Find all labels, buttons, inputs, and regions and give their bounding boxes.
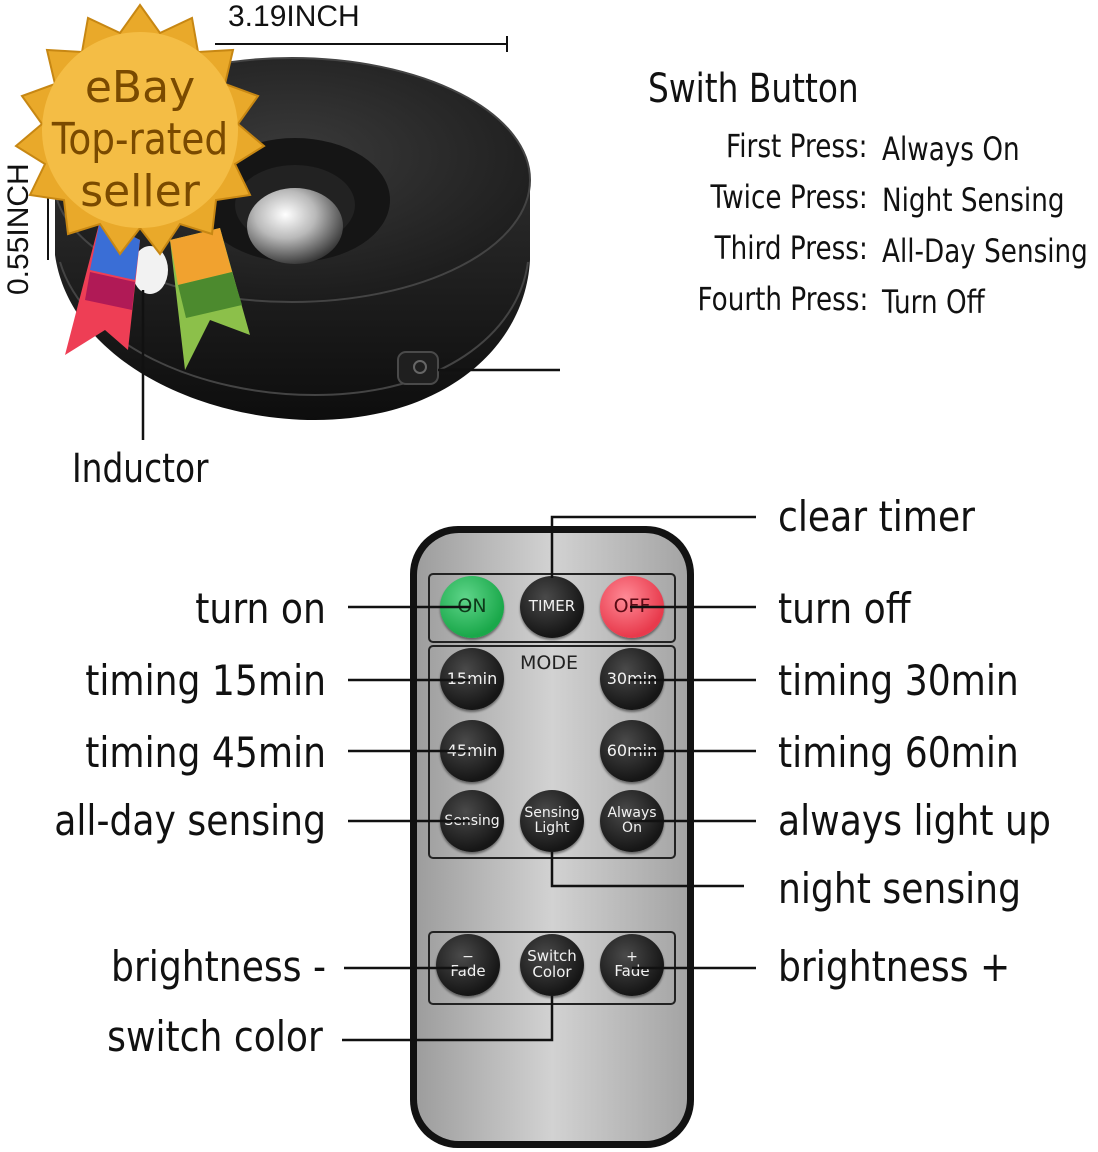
- sensing-light-button[interactable]: Sensing Light: [520, 790, 584, 852]
- callout-timing-15: timing 15min: [85, 656, 326, 705]
- press-value-3: All-Day Sensing: [882, 232, 1088, 270]
- badge-line-1: eBay: [84, 62, 196, 113]
- callout-timing-60: timing 60min: [778, 728, 1019, 777]
- callout-turn-off: turn off: [778, 584, 911, 633]
- mode-label: MODE: [520, 652, 578, 674]
- ebay-badge-text: eBay Top-rated seller: [20, 62, 260, 218]
- sensing-light-label-2: Light: [534, 820, 570, 836]
- press-value-2: Night Sensing: [882, 181, 1065, 219]
- switch-color-button[interactable]: Switch Color: [520, 934, 584, 996]
- callout-switch-color: switch color: [107, 1012, 323, 1061]
- switch-color-label-2: Color: [532, 963, 572, 981]
- callout-brightness-plus: brightness +: [778, 942, 1011, 991]
- always-on-label-1: Always: [607, 805, 657, 822]
- width-dimension: 3.19INCH: [228, 0, 360, 33]
- press-label-4: Fourth Press:: [697, 280, 868, 318]
- timer-button[interactable]: TIMER: [520, 576, 584, 638]
- callout-clear-timer: clear timer: [778, 492, 976, 541]
- fade-plus-button[interactable]: + Fade: [600, 934, 664, 996]
- press-label-1: First Press:: [726, 127, 868, 165]
- callout-turn-on: turn on: [195, 584, 326, 633]
- timer-button-label: TIMER: [528, 597, 576, 616]
- press-value-4: Turn Off: [882, 283, 985, 321]
- timing-15min-button[interactable]: 15min: [440, 648, 504, 710]
- badge-line-3: seller: [80, 166, 200, 217]
- sensing-light-label-1: Sensing: [524, 805, 580, 822]
- callout-brightness-minus: brightness -: [110, 942, 326, 991]
- on-button-label: ON: [457, 595, 487, 618]
- callout-timing-30: timing 30min: [778, 656, 1019, 705]
- press-value-1: Always On: [882, 130, 1020, 168]
- switch-button-title: Swith Button: [648, 66, 859, 112]
- press-label-2: Twice Press:: [710, 178, 868, 216]
- fade-minus-sign: −: [462, 948, 474, 965]
- timing-15min-label: 15min: [446, 668, 498, 688]
- inductor-label: Inductor: [72, 446, 209, 492]
- timing-45min-label: 45min: [446, 740, 498, 760]
- switch-color-label-1: Switch: [527, 947, 577, 966]
- press-label-3: Third Press:: [714, 229, 868, 267]
- ebay-badge-icon: [14, 3, 266, 256]
- fade-plus-sign: +: [626, 948, 638, 965]
- sensing-button-label: Sensing: [444, 812, 500, 829]
- callout-all-day-sensing: all-day sensing: [54, 796, 326, 845]
- timing-30min-label: 30min: [606, 668, 658, 688]
- callout-always-light-up: always light up: [778, 796, 1051, 845]
- badge-line-2: Top-rated: [51, 114, 229, 165]
- callout-timing-45: timing 45min: [85, 728, 326, 777]
- always-on-label-2: On: [622, 820, 642, 836]
- callout-night-sensing: night sensing: [778, 864, 1022, 913]
